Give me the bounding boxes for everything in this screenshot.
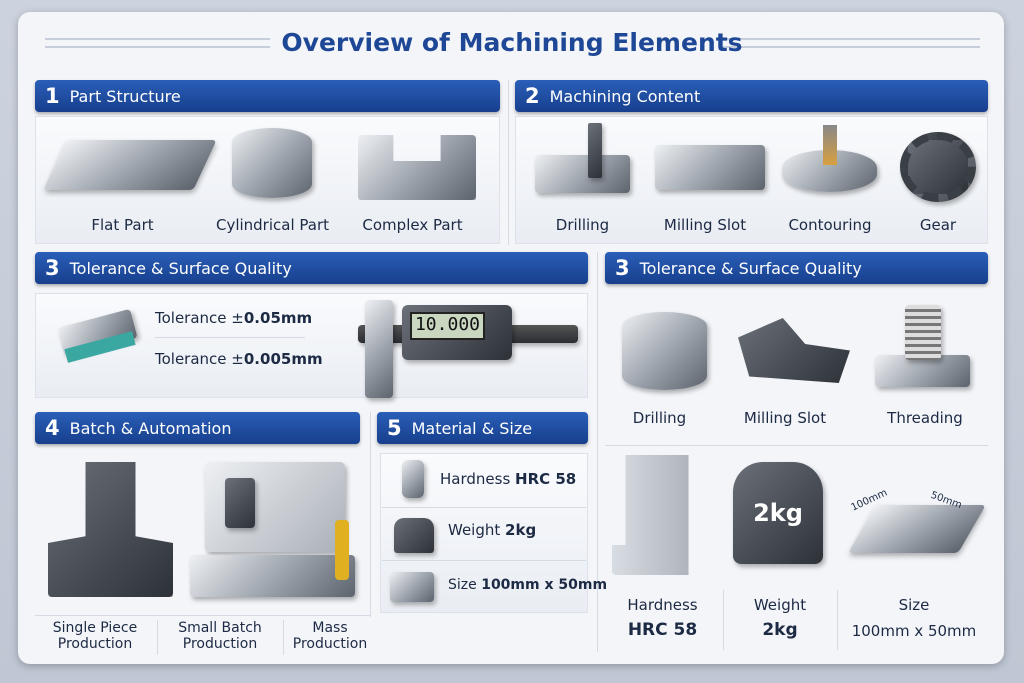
title-rule-left [45,38,270,48]
weight-image: 2kg [733,462,823,564]
label-milling-slot-2: Milling Slot [743,409,827,427]
material-hardness: Hardness HRC 58 [440,470,576,488]
cylindrical-part-image [232,128,312,198]
section-header-batch: 4 Batch & Automation [35,412,360,444]
divider [157,620,158,655]
label-flat-part: Flat Part [91,216,154,234]
spec-label-weight: Weight [753,596,807,614]
title-rule-right [720,38,980,48]
material-weight: Weight 2kg [448,521,536,539]
tolerance-coarse: Tolerance ±0.05mm [155,309,312,327]
divider [837,590,838,650]
parts-pallet-image [190,555,355,597]
material-value: 2kg [505,521,537,539]
label-small-batch: Small Batch Production [178,620,262,652]
section-title: Part Structure [69,86,181,106]
tolerance-value: 0.05mm [243,309,313,327]
divider [382,507,586,508]
label-milling-slot: Milling Slot [663,216,747,234]
divider [382,560,586,561]
divider [155,337,305,338]
divider [723,590,724,650]
drill-bit-image [588,123,602,178]
section-title: Batch & Automation [69,418,232,438]
material-label: Size [448,577,482,593]
tolerance-value: 0.005mm [243,350,323,368]
divider [605,445,988,446]
divider [35,615,370,616]
spec-label-size: Size [898,596,930,614]
label-contouring: Contouring [788,216,872,234]
contouring-tool-image [823,125,837,165]
section-title: Tolerance & Surface Quality [639,258,862,278]
label-gear: Gear [919,216,957,234]
section-header-machining-content: 2 Machining Content [515,80,988,112]
section-number: 1 [45,84,60,108]
caliper-jaw-image [365,300,393,398]
spec-label-hardness: Hardness [627,596,698,614]
divider [508,80,509,245]
label-threading: Threading [887,409,963,427]
robot-arm-image [335,520,349,580]
caliper-display: 10.000 [410,312,485,340]
spec-value-weight: 2kg [762,620,798,640]
section-header-material: 5 Material & Size [377,412,588,444]
divider [597,252,598,652]
size-icon [390,572,434,602]
section-title: Material & Size [411,418,533,438]
material-value: 100mm x 50mm [481,577,608,593]
material-value: HRC 58 [515,470,577,488]
threaded-part-image [905,305,941,360]
section-header-part-structure: 1 Part Structure [35,80,500,112]
threaded-part-base-image [875,355,970,387]
material-label: Weight [448,521,506,539]
gear-image [900,132,976,202]
spec-value-hardness: HRC 58 [627,620,698,640]
page-title: Overview of Machining Elements [281,28,743,57]
section-number: 3 [615,256,630,280]
section-header-tolerance-left: 3 Tolerance & Surface Quality [35,252,588,284]
milling-slot-image [655,145,765,190]
section-number: 5 [387,416,402,440]
tolerance-label: Tolerance ± [155,350,244,368]
flat-part-image [43,140,217,190]
section-number: 4 [45,416,60,440]
spec-value-size: 100mm x 50mm [851,622,977,640]
divider [283,620,284,655]
drilling-image [535,155,630,193]
tolerance-fine: Tolerance ±0.005mm [155,350,323,368]
divider [370,412,371,617]
drilled-part-image [622,312,707,390]
tolerance-label: Tolerance ± [155,309,244,327]
label-complex-part: Complex Part [362,216,463,234]
label-mass: Mass Production [292,620,368,652]
label-cylindrical-part: Cylindrical Part [215,216,330,234]
material-size: Size 100mm x 50mm [448,577,607,593]
section-header-tolerance-right: 3 Tolerance & Surface Quality [605,252,988,284]
material-label: Hardness [440,470,516,488]
cnc-control-panel [225,478,255,528]
section-number: 3 [45,256,60,280]
section-title: Machining Content [549,86,701,106]
label-drilling: Drilling [555,216,610,234]
weight-icon [394,518,434,553]
label-single-piece: Single Piece Production [52,620,138,652]
section-number: 2 [525,84,540,108]
hardness-icon [402,460,424,498]
section-title: Tolerance & Surface Quality [69,258,292,278]
label-drilling-2: Drilling [632,409,687,427]
